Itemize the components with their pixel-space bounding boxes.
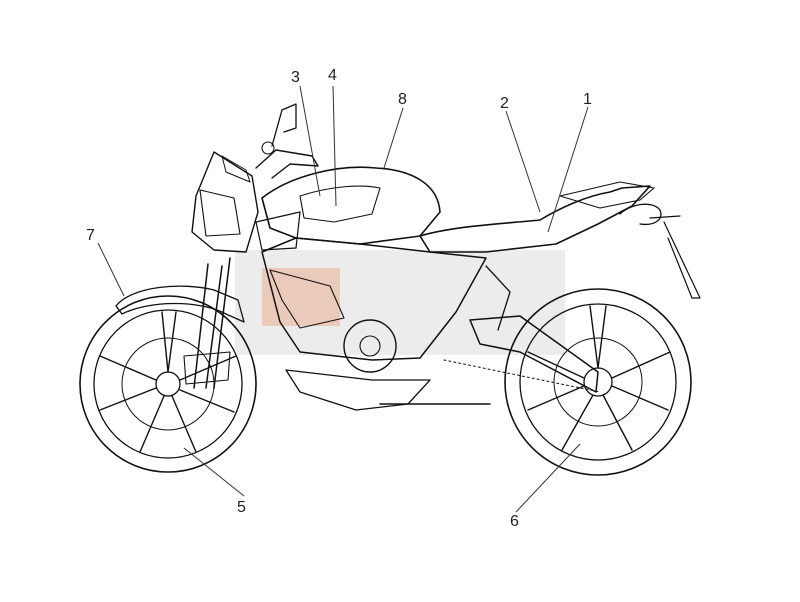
rear-wheel bbox=[504, 288, 692, 476]
callout-2: 2 bbox=[500, 95, 509, 112]
callout-8: 8 bbox=[398, 91, 407, 108]
callout-5: 5 bbox=[237, 499, 246, 516]
leader-lines bbox=[97, 85, 589, 513]
seat-tail bbox=[419, 181, 701, 299]
callout-1: 1 bbox=[583, 91, 592, 108]
front-wheel bbox=[79, 295, 257, 473]
swingarm bbox=[443, 265, 601, 393]
callout-7: 7 bbox=[86, 227, 95, 244]
callout-labels: 1 2 3 4 5 6 7 8 bbox=[86, 67, 592, 530]
callout-6: 6 bbox=[510, 513, 519, 530]
frame-engine bbox=[261, 237, 491, 411]
fuel-tank bbox=[255, 166, 441, 251]
front-fork bbox=[183, 257, 231, 389]
callout-3: 3 bbox=[291, 69, 300, 86]
callout-4: 4 bbox=[328, 67, 337, 84]
handlebar bbox=[255, 103, 319, 179]
headlight-fairing bbox=[191, 151, 259, 253]
front-fender bbox=[115, 285, 245, 323]
